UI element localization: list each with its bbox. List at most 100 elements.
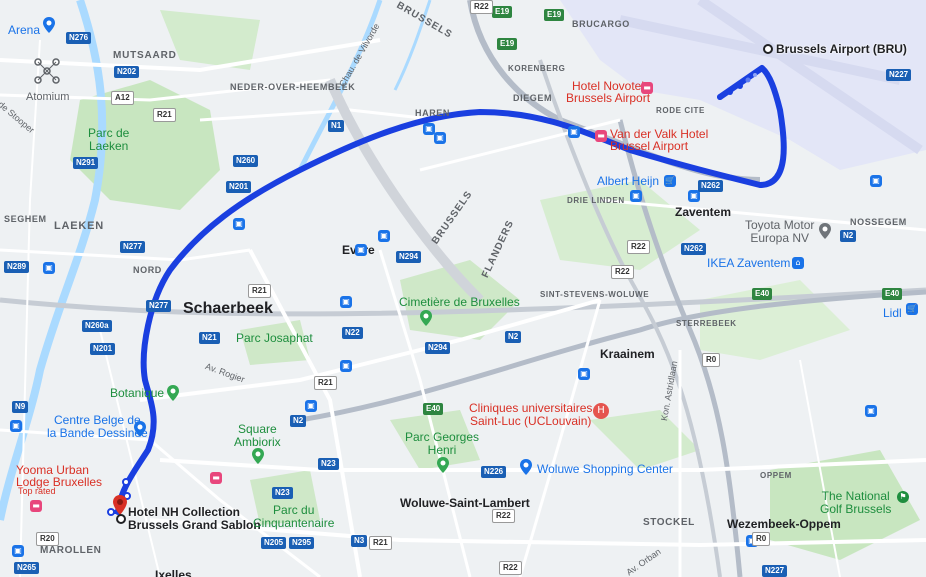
road-r22a: R22 — [470, 0, 493, 14]
oppem-label: OPPEM — [760, 471, 792, 480]
kraainem-label[interactable]: Kraainem — [600, 347, 655, 361]
st-stevens-label: SINT-STEVENS-WOLUWE — [540, 290, 650, 299]
parc-laeken-label[interactable]: Parc de Laeken — [88, 126, 130, 154]
road-n21: N21 — [199, 332, 220, 344]
road-n2b: N2 — [505, 331, 522, 343]
transit-oppem-icon[interactable]: ▣ — [865, 405, 877, 417]
lidl-cart-icon[interactable]: 🛒 — [906, 303, 918, 315]
ambiorix-hotel-icon[interactable]: ▬ — [210, 472, 222, 484]
lidl-label[interactable]: Lidl — [883, 306, 902, 320]
road-n227a: N227 — [886, 69, 912, 81]
albert-heijn-cart-icon[interactable]: 🛒 — [664, 175, 676, 187]
square-ambiorix-label[interactable]: Square Ambiorix — [234, 422, 281, 449]
transit-schaerbeek3-icon[interactable]: ▣ — [305, 400, 317, 412]
hospital-icon[interactable]: H — [593, 403, 609, 419]
toyota-pin-icon[interactable] — [818, 222, 832, 240]
road-n265: N265 — [14, 562, 40, 574]
ikea-label[interactable]: IKEA Zaventem — [707, 256, 791, 270]
woluwe-sc-label[interactable]: Woluwe Shopping Center — [537, 462, 673, 476]
road-e40b: E40 — [882, 288, 903, 300]
arena-pin-icon[interactable] — [42, 16, 56, 34]
transit-evere3-icon[interactable]: ▣ — [340, 296, 352, 308]
mutsaard-label: MUTSAARD — [113, 50, 177, 61]
cliniques-label[interactable]: Cliniques universitaires Saint-Luc (UCLo… — [469, 401, 593, 428]
road-r0a: R0 — [702, 353, 721, 367]
cimetiere-label[interactable]: Cimetière de Bruxelles — [399, 295, 520, 309]
golf-flag-icon[interactable]: ⚑ — [897, 491, 909, 503]
transit-nossegem-icon[interactable]: ▣ — [870, 175, 882, 187]
road-n1: N1 — [328, 120, 345, 132]
transit-haren2-icon[interactable]: ▣ — [434, 132, 446, 144]
origin-marker-icon[interactable] — [115, 513, 127, 525]
transit-laeken-icon[interactable]: ▣ — [43, 262, 55, 274]
wezembeek-label[interactable]: Wezembeek-Oppem — [727, 517, 841, 531]
botanique-pin-icon[interactable] — [166, 384, 180, 402]
parc-josaphat-label[interactable]: Parc Josaphat — [236, 331, 313, 345]
destination-marker-icon[interactable] — [762, 43, 774, 55]
road-n262b: N262 — [681, 243, 707, 255]
origin-label[interactable]: Hotel NH Collection Brussels Grand Sablo… — [128, 505, 261, 532]
transit-evere-icon[interactable]: ▣ — [378, 230, 390, 242]
novotel-label[interactable]: Hotel Novotel Brussels Airport — [566, 79, 651, 105]
road-n2c: N2 — [290, 415, 307, 427]
road-n22: N22 — [342, 327, 363, 339]
atomium-label[interactable]: Atomium — [26, 91, 70, 103]
golf-label[interactable]: The National Golf Brussels — [820, 489, 892, 516]
road-n277b: N277 — [146, 300, 172, 312]
road-n227b: N227 — [762, 565, 788, 577]
transit-zaventem-icon[interactable]: ▣ — [630, 190, 642, 202]
ambiorix-park-pin-icon[interactable] — [251, 447, 265, 465]
transit-nord-icon[interactable]: ▣ — [10, 420, 22, 432]
toyota-label[interactable]: Toyota Motor Europa NV — [745, 218, 815, 245]
transit-schaerbeek-icon[interactable]: ▣ — [233, 218, 245, 230]
origin-pin-icon[interactable] — [112, 494, 128, 516]
road-r20: R20 — [36, 532, 59, 546]
zaventem-label[interactable]: Zaventem — [675, 205, 732, 219]
destination-label[interactable]: Brussels Airport (BRU) — [776, 42, 907, 56]
road-e19a: E19 — [492, 6, 513, 18]
botanique-label[interactable]: Botanique — [110, 386, 165, 400]
road-a12: A12 — [111, 91, 134, 105]
parc-cinquantenaire-label[interactable]: Parc du Cinquantenaire — [253, 503, 335, 530]
transit-zaventem2-icon[interactable]: ▣ — [688, 190, 700, 202]
cbd-label[interactable]: Centre Belge de la Bande Dessinée — [47, 413, 148, 440]
transit-evere2-icon[interactable]: ▣ — [355, 244, 367, 256]
road-e40a: E40 — [752, 288, 773, 300]
transit-haren-icon[interactable]: ▣ — [423, 123, 435, 135]
ixelles-label[interactable]: Ixelles — [155, 568, 192, 577]
road-r0b: R0 — [752, 532, 771, 546]
diegem-label: DIEGEM — [513, 93, 553, 103]
van-der-valk-label[interactable]: Van der Valk Hotel Brussel Airport — [610, 127, 709, 153]
transit-schaerbeek2-icon[interactable]: ▣ — [340, 360, 352, 372]
road-n277a: N277 — [120, 241, 146, 253]
van-der-valk-hotel-icon[interactable]: ▬ — [595, 130, 607, 142]
novotel-hotel-icon[interactable]: ▬ — [641, 82, 653, 94]
woluwe-sc-pin-icon[interactable] — [519, 458, 533, 476]
cbd-pin-icon[interactable] — [133, 420, 147, 438]
georges-henri-pin-icon[interactable] — [436, 456, 450, 474]
atomium-icon[interactable] — [32, 56, 62, 86]
road-e40c: E40 — [423, 403, 444, 415]
road-n201a: N201 — [226, 181, 252, 193]
transit-marollen-icon[interactable]: ▣ — [12, 545, 24, 557]
road-n291: N291 — [73, 157, 99, 169]
road-r21d: R21 — [369, 536, 392, 550]
road-n202: N202 — [114, 66, 140, 78]
woluwe-label[interactable]: Woluwe-Saint-Lambert — [400, 496, 530, 510]
road-n201b: N201 — [90, 343, 116, 355]
yooma-label[interactable]: Yooma Urban Lodge Bruxelles — [16, 463, 103, 489]
road-r21b: R21 — [248, 284, 271, 298]
road-n276: N276 — [66, 32, 92, 44]
transit-diegem-icon[interactable]: ▣ — [568, 126, 580, 138]
arena-label[interactable]: Arena — [8, 23, 41, 37]
parc-georges-label[interactable]: Parc Georges Henri — [405, 430, 480, 457]
transit-kraainem-icon[interactable]: ▣ — [578, 368, 590, 380]
road-n2a: N2 — [840, 230, 857, 242]
yooma-hotel-icon[interactable]: ▬ — [30, 500, 42, 512]
ikea-shop-icon[interactable]: ⌂ — [792, 257, 804, 269]
albert-heijn-label[interactable]: Albert Heijn — [597, 174, 660, 188]
neder-label: NEDER-OVER-HEEMBEEK — [230, 82, 356, 92]
cimetiere-pin-icon[interactable] — [419, 309, 433, 327]
schaerbeek-label[interactable]: Schaerbeek — [183, 300, 273, 317]
